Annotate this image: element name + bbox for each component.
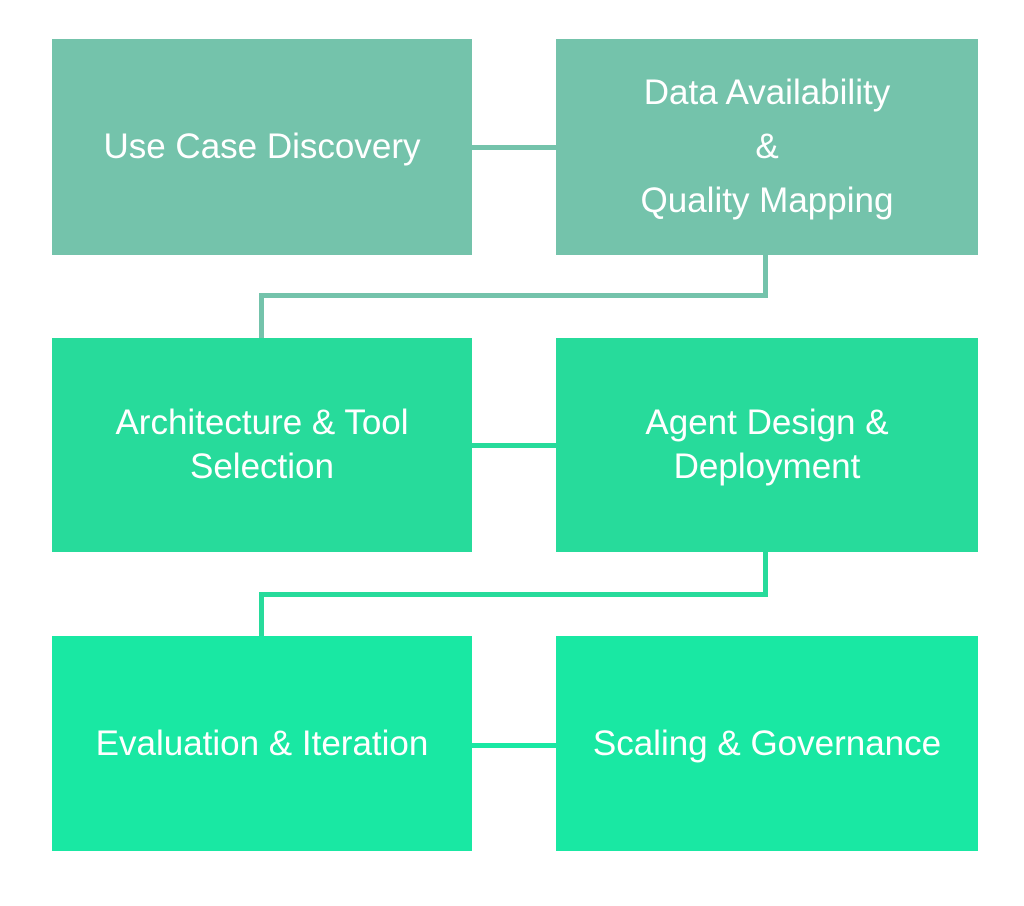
flow-box-label: Evaluation & Iteration — [95, 723, 429, 763]
flow-box-label: Scaling & Governance — [592, 723, 942, 763]
flow-box-label: Agent Design & Deployment — [645, 403, 889, 486]
connector-agentdesign-to-evaluation-segment-drop — [259, 592, 264, 636]
connector-dataavailability-to-architecture-segment-drop — [259, 293, 264, 338]
flow-box-evaluation-iteration: Evaluation & Iteration — [52, 636, 472, 851]
connector-dataavailability-to-architecture-segment-down — [763, 255, 768, 298]
connector-agentdesign-to-evaluation-segment-down — [763, 552, 768, 597]
flow-box-label: Use Case Discovery — [103, 126, 421, 166]
flow-box-architecture-tool-selection: Architecture & Tool Selection — [52, 338, 472, 552]
connector-evaluation-to-scaling — [472, 743, 556, 748]
flow-box-label: Data Availability & Quality Mapping — [640, 72, 894, 221]
connector-usecase-to-dataavailability — [472, 145, 556, 150]
connector-dataavailability-to-architecture-segment-across — [259, 293, 768, 298]
connector-architecture-to-agentdesign — [472, 443, 556, 448]
flow-box-agent-design-deployment: Agent Design & Deployment — [556, 338, 978, 552]
connector-agentdesign-to-evaluation-segment-across — [259, 592, 768, 597]
flow-box-data-availability-quality-mapping: Data Availability & Quality Mapping — [556, 39, 978, 255]
flow-box-label: Architecture & Tool Selection — [115, 403, 409, 486]
flow-box-scaling-governance: Scaling & Governance — [556, 636, 978, 851]
flow-box-use-case-discovery: Use Case Discovery — [52, 39, 472, 255]
